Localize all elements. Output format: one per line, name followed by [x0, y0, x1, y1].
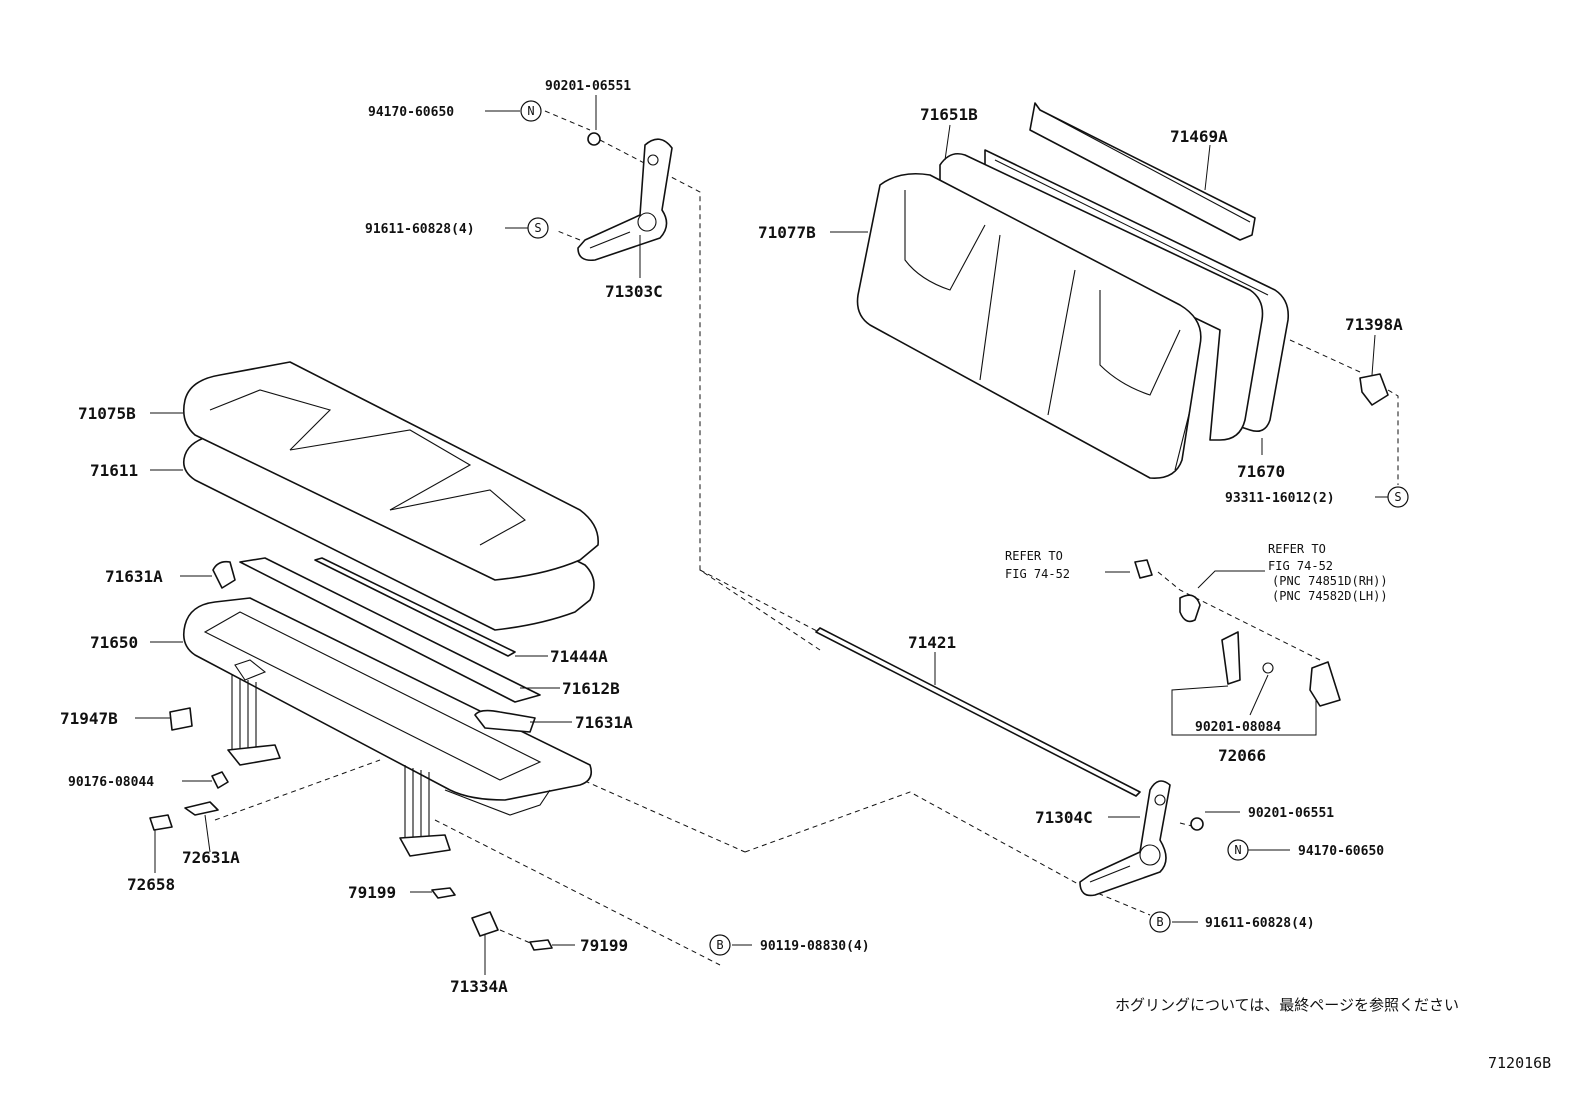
ref-right-pnc-lh: (PNC 74582D(LH)): [1272, 589, 1388, 603]
label-94170-60650-top: 94170-60650: [368, 105, 454, 120]
clip-79199-b: [529, 939, 553, 951]
leader-lines: [135, 95, 1388, 975]
label-71334A: 71334A: [450, 977, 508, 996]
lock-assembly-72066: [1134, 559, 1341, 707]
label-71303C: 71303C: [605, 282, 663, 301]
label-93311-16012: 93311-16012(2): [1225, 491, 1335, 506]
ref-right-line2: FIG 74-52: [1268, 559, 1333, 573]
seatback-cover-71077B: [856, 172, 1202, 479]
svg-text:B: B: [716, 938, 723, 952]
label-71421: 71421: [908, 633, 956, 652]
label-71075B: 71075B: [78, 404, 136, 423]
symbol-s-right: S: [1387, 486, 1409, 508]
hog-ring-note: ホグリングについては、最終ページを参照ください: [1115, 996, 1459, 1014]
cushion-legs: [227, 675, 451, 857]
label-90119-08830: 90119-08830(4): [760, 939, 870, 954]
washer-90201-06551-bot: [1190, 817, 1204, 831]
bracket-72631A: [184, 801, 219, 816]
label-91611-60828-top: 91611-60828(4): [365, 222, 475, 237]
label-71631A-bot: 71631A: [575, 713, 633, 732]
bumper-72658: [149, 814, 173, 831]
label-71650: 71650: [90, 633, 138, 652]
label-90176-08044: 90176-08044: [68, 775, 154, 790]
symbol-b-left: B: [709, 934, 731, 956]
label-72658: 72658: [127, 875, 175, 894]
label-91611-60828-bot: 91611-60828(4): [1205, 916, 1315, 931]
symbol-n-top: N: [520, 100, 542, 122]
part-labels: 90201-06551 94170-60650 91611-60828(4) 7…: [60, 79, 1403, 996]
label-71947B: 71947B: [60, 709, 118, 728]
label-72631A: 72631A: [182, 848, 240, 867]
label-71304C: 71304C: [1035, 808, 1093, 827]
hinge-71304C: [1079, 780, 1171, 897]
label-71670: 71670: [1237, 462, 1285, 481]
seatback-trim-board-71469A: [1029, 102, 1256, 241]
label-71077B: 71077B: [758, 223, 816, 242]
spacer-71631A-top: [212, 560, 236, 589]
svg-text:N: N: [1234, 843, 1241, 857]
symbol-n-bot: N: [1227, 839, 1249, 861]
label-94170-60650-bot: 94170-60650: [1298, 844, 1384, 859]
washer-90201-06551-top: [587, 132, 601, 146]
ref-left-line1: REFER TO: [1005, 549, 1063, 563]
svg-text:S: S: [534, 221, 541, 235]
label-71612B: 71612B: [562, 679, 620, 698]
cushion-frame-71650: [182, 597, 593, 816]
ref-left-line2: FIG 74-52: [1005, 567, 1070, 581]
svg-text:S: S: [1394, 490, 1401, 504]
clip-71398A: [1359, 373, 1389, 406]
svg-text:B: B: [1156, 915, 1163, 929]
clip-79199-a: [431, 887, 456, 899]
label-71398A: 71398A: [1345, 315, 1403, 334]
figure-code: 712016B: [1488, 1054, 1551, 1072]
board-71612B: [239, 557, 541, 703]
cushion-cover-71075B: [182, 361, 599, 581]
label-71469A: 71469A: [1170, 127, 1228, 146]
lock-71334A: [471, 911, 499, 937]
ref-right-line1: REFER TO: [1268, 542, 1326, 556]
label-71631A-top: 71631A: [105, 567, 163, 586]
label-90201-06551-top: 90201-06551: [545, 79, 631, 94]
label-71611: 71611: [90, 461, 138, 480]
hinge-71303C: [577, 138, 673, 262]
ref-right-pnc-rh: (PNC 74851D(RH)): [1272, 574, 1388, 588]
rod-71421: [815, 627, 1141, 797]
label-79199-b: 79199: [580, 936, 628, 955]
cap-71947B: [169, 707, 193, 731]
symbol-s-top: S: [527, 217, 549, 239]
label-90201-06551-bot: 90201-06551: [1248, 806, 1334, 821]
label-71651B: 71651B: [920, 105, 978, 124]
svg-text:N: N: [527, 104, 534, 118]
spacer-71631A-bot: [474, 709, 536, 733]
label-72066: 72066: [1218, 746, 1266, 765]
strip-71444A: [314, 557, 516, 657]
label-79199-a: 79199: [348, 883, 396, 902]
label-71444A: 71444A: [550, 647, 608, 666]
label-90201-08084: 90201-08084: [1195, 720, 1281, 735]
nut-90176-08044: [211, 771, 229, 789]
symbol-b-right: B: [1149, 911, 1171, 933]
reference-notes: REFER TO FIG 74-52 REFER TO FIG 74-52 (P…: [1005, 542, 1388, 603]
